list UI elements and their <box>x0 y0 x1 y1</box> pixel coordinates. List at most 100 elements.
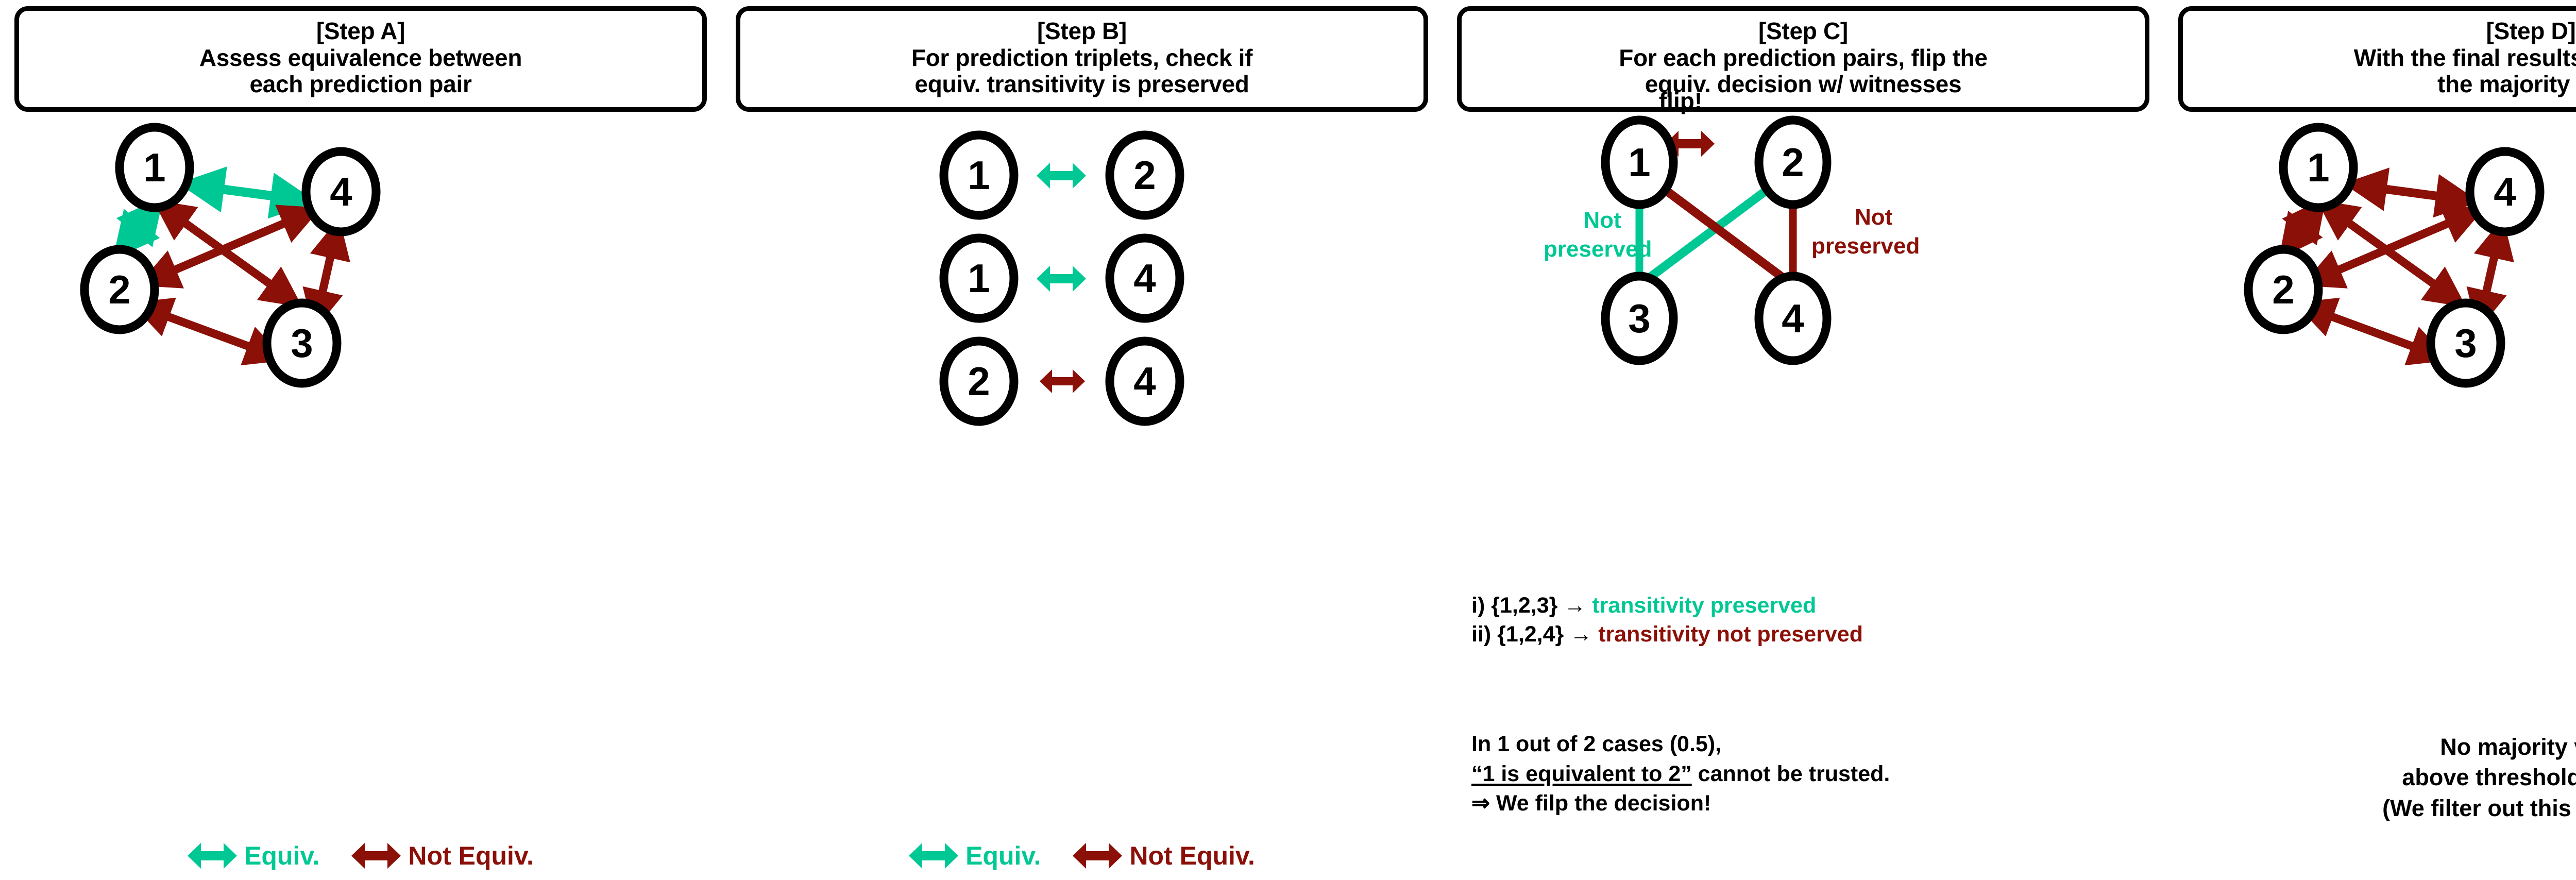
panel-b-legend: Equiv. Not Equiv. <box>721 841 1443 871</box>
legend-not-equiv: Not Equiv. <box>1073 841 1255 871</box>
panel-c-title: [Step C] <box>1758 18 1848 44</box>
annotation-right: Not preserved <box>1811 205 1920 259</box>
panel-b-subtitle-line1: For prediction triplets, check if <box>911 44 1253 71</box>
panel-c-witness-edges <box>1635 175 1797 282</box>
node-1[interactable]: 1 <box>1601 115 1678 209</box>
pair3-right-label: 4 <box>1133 359 1156 404</box>
panel-b-pairs-svg: 1 2 1 <box>939 130 1184 426</box>
panel-step-d: [Step D] With the final results, determi… <box>2164 0 2576 880</box>
legend-not-equiv-label: Not Equiv. <box>1129 841 1255 870</box>
node-4[interactable]: 4 <box>2465 147 2545 236</box>
triplet-2-verdict: transitivity not preserved <box>1598 621 1863 647</box>
triplet-1-verdict: transitivity preserved <box>1592 593 1817 618</box>
panel-a-nodes: 1 4 2 3 <box>80 123 381 388</box>
pair-row-2: 1 4 <box>939 233 1184 323</box>
pair3-left-label: 2 <box>968 359 990 404</box>
node-4-label: 4 <box>2494 169 2516 214</box>
node-3[interactable]: 3 <box>262 298 342 388</box>
node-4-label: 4 <box>330 169 352 214</box>
pair-row-1: 1 2 <box>939 130 1184 220</box>
node-1[interactable]: 1 <box>115 123 194 212</box>
node-4[interactable]: 4 <box>301 147 381 236</box>
node-4-label: 4 <box>1782 296 1804 341</box>
panel-a-legend: Equiv. Not Equiv. <box>0 841 721 871</box>
panel-a-graph: 1 4 2 3 <box>0 77 721 696</box>
panel-b-subtitle-line2: equiv. transitivity is preserved <box>914 71 1249 98</box>
edge-2-4 <box>138 205 321 289</box>
node-2-label: 2 <box>1782 140 1804 185</box>
annotation-left-line1: Not <box>1583 208 1621 233</box>
panel-b-title: [Step B] <box>1037 18 1127 44</box>
pair-row-3: 2 4 <box>939 336 1184 426</box>
pair1-node-left[interactable]: 1 <box>939 130 1019 220</box>
panel-c-conclusion-line3: ⇒ We filp the decision! <box>1471 791 1711 816</box>
pair1-left-label: 1 <box>968 153 990 198</box>
legend-equiv: Equiv. <box>188 841 319 871</box>
panel-c-subtitle-line1: For each prediction pairs, flip the <box>1619 44 1988 71</box>
triplet-2-index: ii) <box>1471 621 1492 647</box>
node-3[interactable]: 3 <box>2426 298 2505 388</box>
pair2-right-label: 4 <box>1133 256 1156 301</box>
node-2[interactable]: 2 <box>1754 115 1832 209</box>
edge-1-2 <box>112 196 164 260</box>
annotation-left: Not preserved <box>1544 208 1652 262</box>
panel-a-edges <box>112 166 350 366</box>
panel-a-graph-svg: 1 4 2 3 <box>80 123 381 388</box>
pair1-arrow-icon <box>1037 163 1086 189</box>
panel-c-nodes: 1 2 3 4 <box>1601 115 1832 365</box>
legend-not-equiv-label: Not Equiv. <box>408 841 534 870</box>
panel-d-subtitle-line2: the majority vote <box>2437 71 2576 98</box>
double-arrow-not-equiv-icon <box>1073 843 1123 869</box>
panel-d-nodes: 1 4 2 3 <box>2244 123 2545 388</box>
pair1-right-label: 2 <box>1133 153 1156 198</box>
edge-3-4 <box>2466 217 2514 331</box>
node-3[interactable]: 3 <box>1601 272 1678 365</box>
double-arrow-equiv-icon <box>188 843 238 869</box>
pair1-node-right[interactable]: 2 <box>1105 130 1184 220</box>
node-1-label: 1 <box>2307 145 2329 190</box>
triplet-1-set: {1,2,3} <box>1491 593 1558 618</box>
panel-step-b: [Step B] For prediction triplets, check … <box>721 0 1443 880</box>
edge-1-3 <box>2316 199 2467 308</box>
node-4[interactable]: 4 <box>1754 272 1832 365</box>
pair3-node-right[interactable]: 4 <box>1105 336 1184 426</box>
panel-a-subtitle-line2: each prediction pair <box>249 71 472 98</box>
panel-step-a: [Step A] Assess equivalence between each… <box>0 0 721 880</box>
triplet-1-index: i) <box>1471 593 1485 618</box>
pair3-node-left[interactable]: 2 <box>939 336 1019 426</box>
edge-1-4 <box>178 166 317 219</box>
node-2[interactable]: 2 <box>80 245 159 334</box>
node-1[interactable]: 1 <box>2279 123 2358 212</box>
pair2-node-left[interactable]: 1 <box>939 233 1019 323</box>
panel-d-subtitle-line1: With the final results, determine <box>2353 44 2576 71</box>
panel-b-header-card: [Step B] For prediction triplets, check … <box>736 6 1428 112</box>
panel-c-subtitle-line2: equiv. decision w/ witnesses <box>1645 71 1962 98</box>
panel-c-triplet-list: i) {1,2,3} → transitivity preserved ii) … <box>1471 591 2151 649</box>
node-1-label: 1 <box>1628 140 1650 185</box>
edge-2-3 <box>130 297 287 366</box>
node-2-label: 2 <box>108 267 130 312</box>
edge-3-4 <box>302 217 350 331</box>
node-3-label: 3 <box>2454 320 2477 366</box>
node-2[interactable]: 2 <box>2244 245 2323 334</box>
panel-c-header-card: [Step C] For each prediction pairs, flip… <box>1457 6 2149 112</box>
legend-equiv: Equiv. <box>909 841 1041 871</box>
panel-a-title: [Step A] <box>316 18 405 44</box>
edge-2-4 <box>2301 205 2485 289</box>
panel-c-graph: flip! Not preserved No <box>1443 77 2164 582</box>
panel-a-header-card: [Step A] Assess equivalence between each… <box>14 6 707 112</box>
edge-2-3 <box>2294 297 2451 366</box>
witness-edge-1-4 <box>1647 175 1787 282</box>
triplet-2-arrow: → <box>1570 621 1592 647</box>
annotation-right-line2: preserved <box>1811 233 1920 259</box>
panel-a-subtitle-line1: Assess equivalence between <box>199 44 522 71</box>
panel-d-conclusion-line3: (We filter out this instance) <box>2382 794 2576 821</box>
node-1-label: 1 <box>143 145 165 190</box>
pair2-node-right[interactable]: 4 <box>1105 233 1184 323</box>
node-3-label: 3 <box>291 320 313 366</box>
triplet-1-arrow: → <box>1564 593 1586 618</box>
panel-c-conclusion-quote: “1 is equivalent to 2” <box>1471 761 1692 786</box>
panel-b-pairs: 1 2 1 <box>721 77 1443 696</box>
panel-c-conclusion-line2: “1 is equivalent to 2” cannot be trusted… <box>1471 759 2157 789</box>
